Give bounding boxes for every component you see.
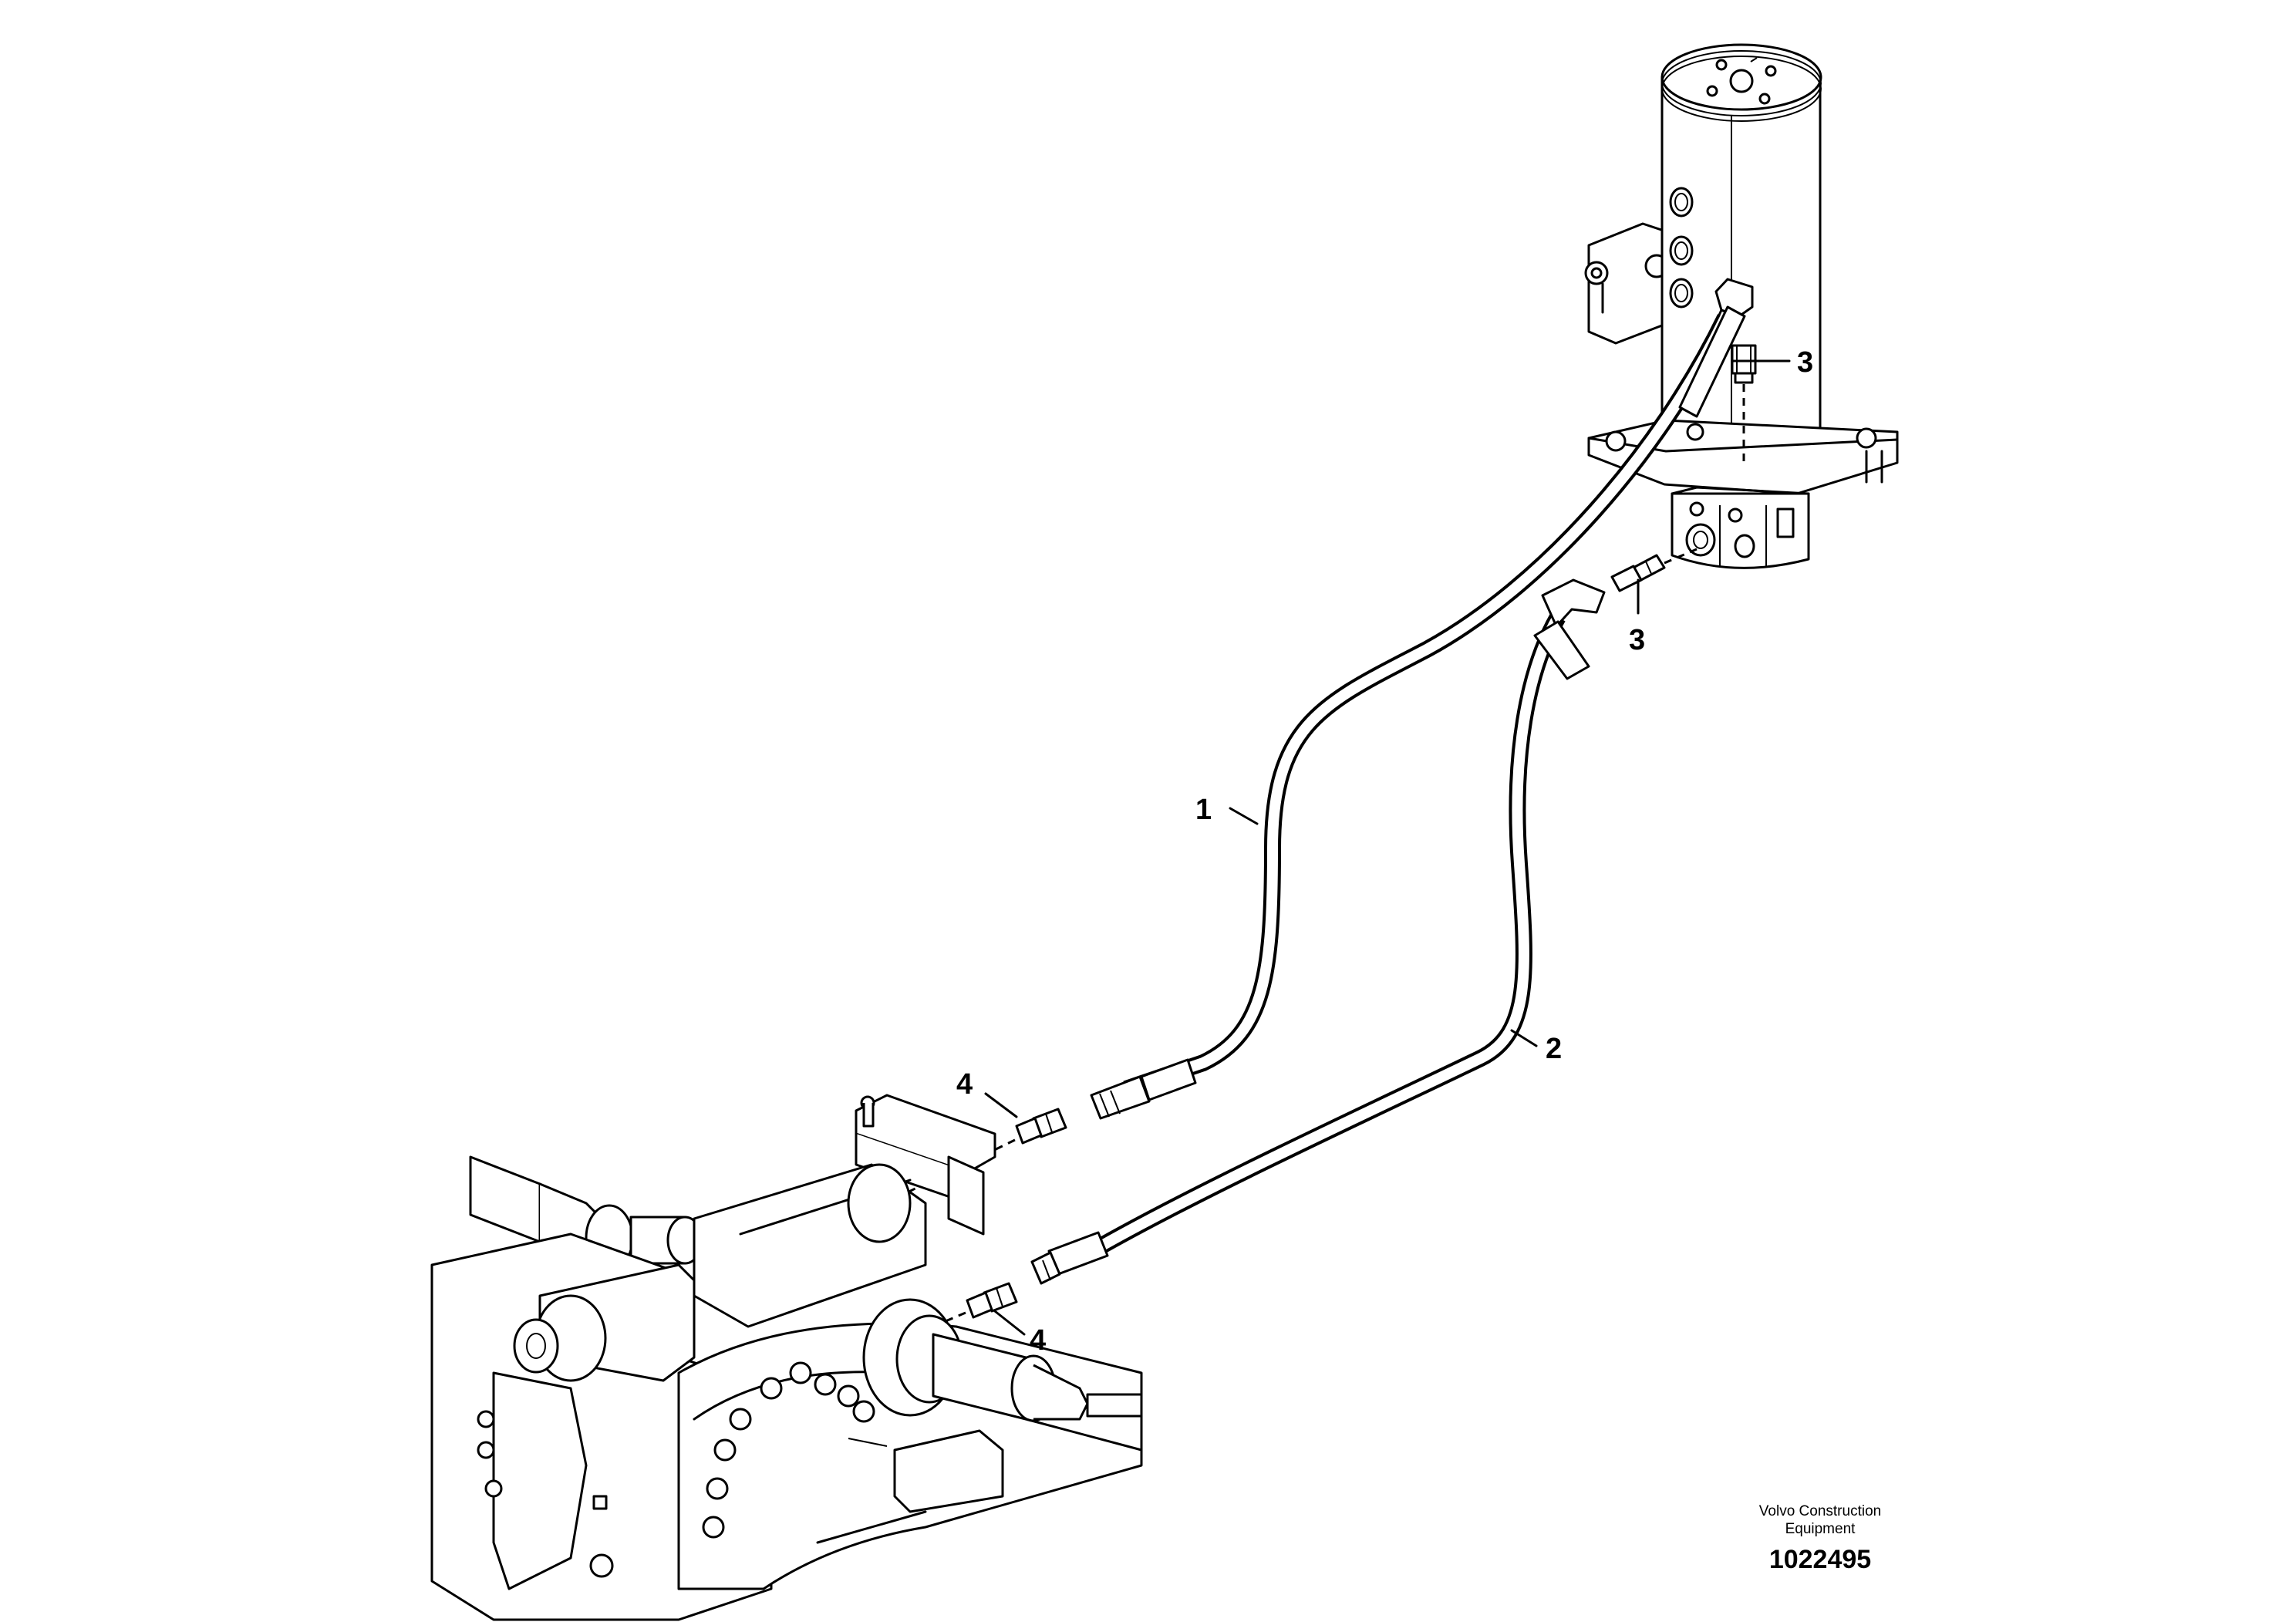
axle-assembly <box>430 1094 1143 1621</box>
hose-1 <box>1090 305 1746 1120</box>
adapter-fitting-3-top <box>1731 344 1757 463</box>
callout-4a: 4 <box>956 1068 973 1101</box>
leader-4a <box>984 1092 1018 1118</box>
hose-2 <box>1030 578 1606 1285</box>
brand-line-1: Volvo Construction <box>1758 1503 1882 1519</box>
callout-3a: 3 <box>1797 346 1813 379</box>
leader-2 <box>1510 1029 1538 1047</box>
callout-4b: 4 <box>1030 1324 1046 1357</box>
leader-1 <box>1229 807 1259 825</box>
adapter-fitting-3-mid <box>1610 548 1698 592</box>
leader-4b <box>993 1310 1026 1336</box>
callouts: 1 2 3 3 4 4 <box>956 346 1813 1357</box>
drawing-number: 1022495 <box>1768 1545 1872 1574</box>
brand-line-2: Equipment <box>1785 1521 1856 1537</box>
callout-2: 2 <box>1546 1033 1562 1065</box>
callout-1: 1 <box>1195 794 1212 826</box>
callout-3b: 3 <box>1629 624 1645 656</box>
brand-caption: Volvo Construction Equipment <box>1720 1502 1920 1538</box>
